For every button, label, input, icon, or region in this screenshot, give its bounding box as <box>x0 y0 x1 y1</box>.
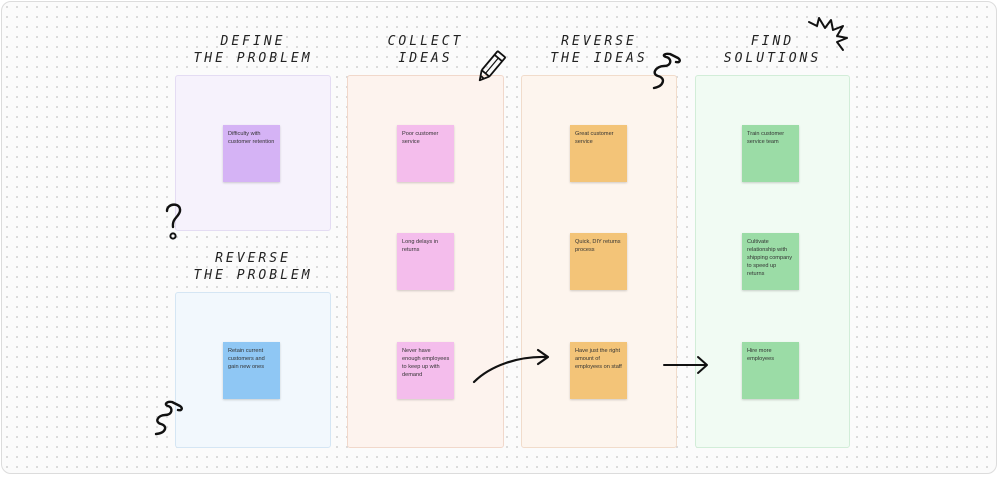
curved-arrow-icon[interactable] <box>470 346 554 386</box>
sticky-note[interactable]: Never have enough employees to keep up w… <box>397 342 454 399</box>
question-mark-icon[interactable] <box>162 200 186 242</box>
sticky-note[interactable]: Retain current customers and gain new on… <box>223 342 280 399</box>
sticky-note[interactable]: Hire more employees <box>742 342 799 399</box>
sticky-note[interactable]: Train customer service team <box>742 125 799 182</box>
straight-arrow-icon[interactable] <box>662 354 712 376</box>
sticky-note[interactable]: Long delays in returns <box>397 233 454 290</box>
sticky-note[interactable]: Cultivate relationship with shipping com… <box>742 233 799 290</box>
sticky-note[interactable]: Difficulty with customer retention <box>223 125 280 182</box>
squiggle-icon[interactable] <box>152 398 190 438</box>
column-title-reverse-the-ideas: REVERSE THE IDEAS <box>550 34 648 66</box>
column-title-define-the-problem: DEFINE THE PROBLEM <box>193 34 313 66</box>
squiggle-icon[interactable] <box>648 52 686 92</box>
sticky-note[interactable]: Have just the right amount of employees … <box>570 342 627 399</box>
burst-icon[interactable] <box>805 16 851 56</box>
sticky-note[interactable]: Quick, DIY returns process <box>570 233 627 290</box>
sticky-note[interactable]: Poor customer service <box>397 125 454 182</box>
column-title-reverse-the-problem: REVERSE THE PROBLEM <box>193 251 313 283</box>
column-title-collect-ideas: COLLECT IDEAS <box>387 34 464 66</box>
column-title-find-solutions: FIND SOLUTIONS <box>723 34 822 66</box>
sticky-note[interactable]: Great customer service <box>570 125 627 182</box>
pencil-icon[interactable] <box>472 48 508 88</box>
